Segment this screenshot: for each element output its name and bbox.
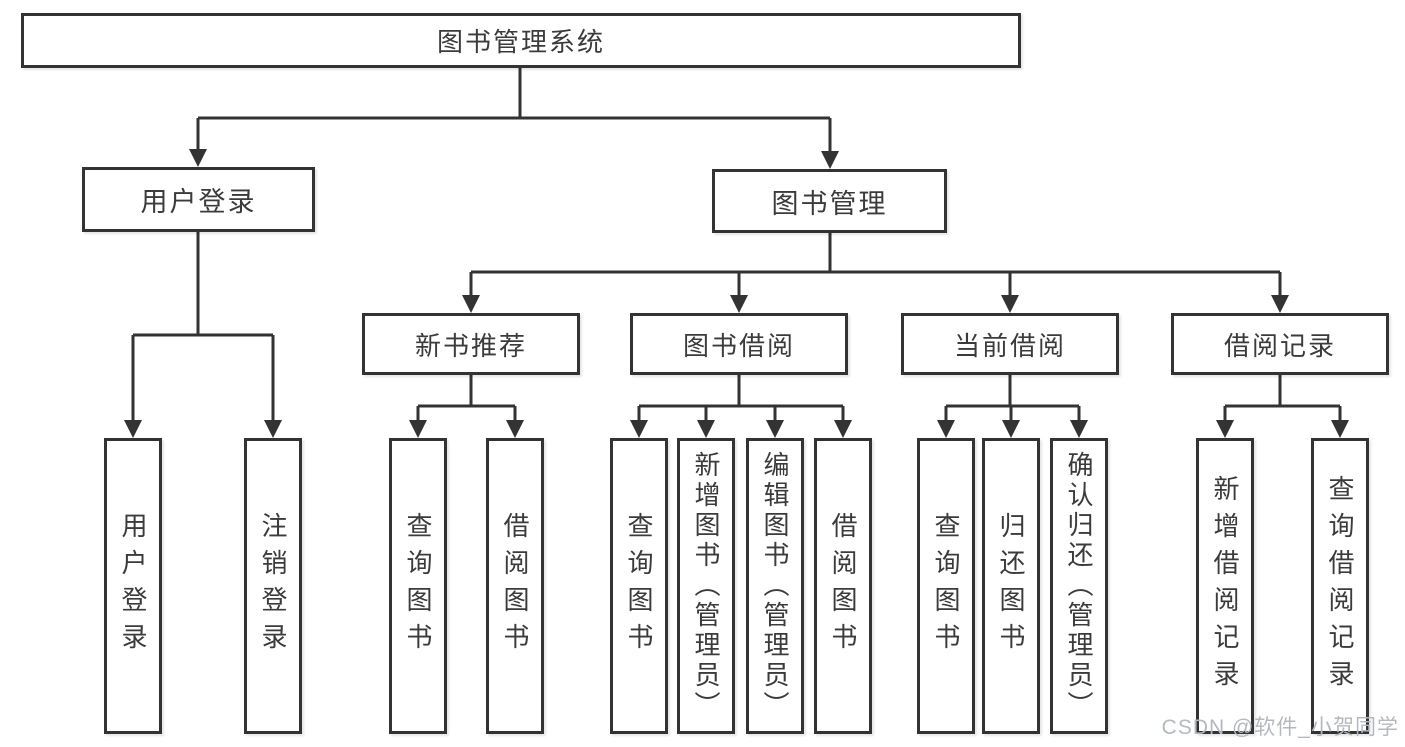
node-user-login: 用户登录 bbox=[82, 167, 315, 232]
arrow-down-icon bbox=[697, 420, 715, 438]
arrow-down-icon bbox=[630, 420, 648, 438]
leaf-user-login-label: 用户登录 bbox=[118, 512, 148, 660]
arrow-down-icon bbox=[1331, 420, 1349, 438]
leaf-return-book: 归还图书 bbox=[982, 438, 1040, 734]
leaf-query-borrow-record-label: 查询借阅记录 bbox=[1325, 475, 1355, 697]
arrow-down-icon bbox=[821, 151, 839, 169]
leaf-query-books-recommend: 查询图书 bbox=[389, 438, 447, 734]
arrow-down-icon bbox=[462, 295, 480, 313]
connector-new-book-recommend bbox=[416, 375, 517, 421]
leaf-confirm-return-admin: 确认归还（管理员） bbox=[1050, 438, 1108, 734]
node-book-borrow: 图书借阅 bbox=[630, 313, 848, 375]
leaf-borrow-books-recommend: 借阅图书 bbox=[486, 438, 544, 734]
arrow-down-icon bbox=[264, 420, 282, 438]
node-user-login-label: 用户登录 bbox=[140, 187, 257, 217]
node-borrow-records-label: 借阅记录 bbox=[1223, 330, 1336, 361]
node-borrow-records: 借阅记录 bbox=[1171, 313, 1389, 375]
arrow-down-icon bbox=[1001, 295, 1019, 313]
arrow-down-icon bbox=[730, 295, 748, 313]
arrow-down-icon bbox=[189, 149, 207, 167]
arrow-down-icon bbox=[1070, 420, 1088, 438]
connector-borrow-records bbox=[1223, 375, 1342, 421]
leaf-return-book-label: 归还图书 bbox=[996, 512, 1026, 660]
node-current-borrow: 当前借阅 bbox=[901, 313, 1119, 375]
node-current-borrow-label: 当前借阅 bbox=[953, 330, 1066, 361]
node-new-book-recommend-label: 新书推荐 bbox=[414, 330, 527, 361]
leaf-confirm-return-admin-label: 确认归还（管理员） bbox=[1064, 451, 1094, 721]
arrow-down-icon bbox=[937, 420, 955, 438]
leaf-add-book-admin-label: 新增图书（管理员） bbox=[691, 451, 721, 721]
leaf-borrow-books-recommend-label: 借阅图书 bbox=[500, 512, 530, 660]
arrow-down-icon bbox=[124, 420, 142, 438]
leaf-logout: 注销登录 bbox=[244, 438, 302, 734]
leaf-add-book-admin: 新增图书（管理员） bbox=[677, 438, 735, 734]
node-book-management: 图书管理 bbox=[712, 169, 947, 233]
arrow-down-icon bbox=[1216, 420, 1234, 438]
leaf-borrow-books: 借阅图书 bbox=[814, 438, 872, 734]
node-library-system-label: 图书管理系统 bbox=[436, 27, 605, 57]
node-library-system: 图书管理系统 bbox=[21, 13, 1021, 68]
node-book-management-label: 图书管理 bbox=[771, 188, 888, 219]
arrow-down-icon bbox=[834, 420, 852, 438]
node-book-borrow-label: 图书借阅 bbox=[682, 330, 795, 361]
leaf-query-books-current-label: 查询图书 bbox=[931, 512, 961, 660]
leaf-query-books-borrow: 查询图书 bbox=[610, 438, 668, 734]
arrow-down-icon bbox=[506, 420, 524, 438]
arrow-down-icon bbox=[766, 420, 784, 438]
leaf-query-borrow-record: 查询借阅记录 bbox=[1311, 438, 1369, 734]
arrow-down-icon bbox=[1271, 295, 1289, 313]
connector-book-management bbox=[469, 233, 1282, 296]
leaf-query-books-recommend-label: 查询图书 bbox=[403, 512, 433, 660]
arrow-down-icon bbox=[409, 420, 427, 438]
leaf-user-login: 用户登录 bbox=[104, 438, 162, 734]
node-new-book-recommend: 新书推荐 bbox=[362, 313, 580, 375]
leaf-borrow-books-label: 借阅图书 bbox=[828, 512, 858, 660]
csdn-watermark: CSDN @软件_小贺同学 bbox=[1161, 716, 1399, 739]
connector-current-borrow bbox=[944, 375, 1081, 421]
leaf-add-borrow-record: 新增借阅记录 bbox=[1196, 438, 1254, 734]
connector-book-borrow bbox=[637, 375, 845, 421]
leaf-query-books-borrow-label: 查询图书 bbox=[624, 512, 654, 660]
connector-root bbox=[196, 68, 832, 152]
leaf-edit-book-admin-label: 编辑图书（管理员） bbox=[760, 451, 790, 721]
leaf-logout-label: 注销登录 bbox=[258, 512, 288, 660]
leaf-query-books-current: 查询图书 bbox=[917, 438, 975, 734]
leaf-edit-book-admin: 编辑图书（管理员） bbox=[746, 438, 804, 734]
arrow-down-icon bbox=[1002, 420, 1020, 438]
leaf-add-borrow-record-label: 新增借阅记录 bbox=[1210, 475, 1240, 697]
connector-user-login bbox=[131, 232, 275, 421]
